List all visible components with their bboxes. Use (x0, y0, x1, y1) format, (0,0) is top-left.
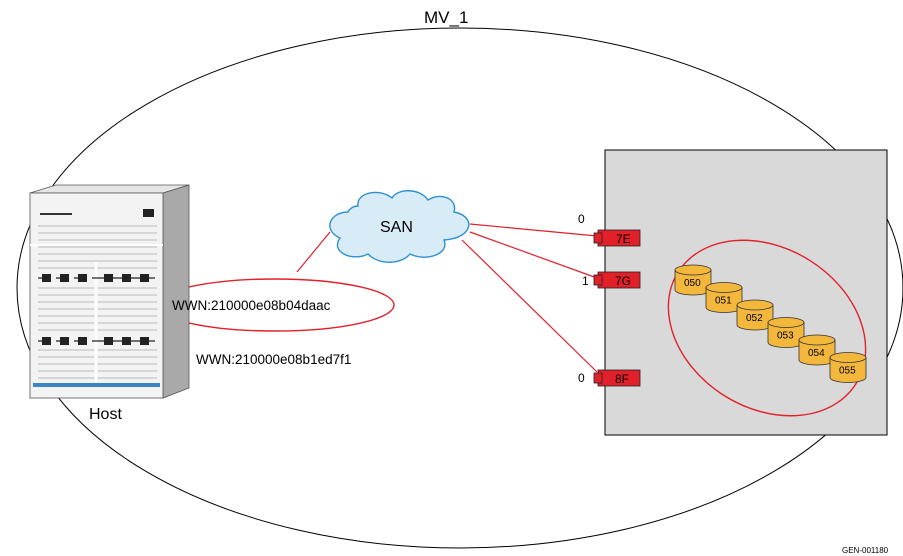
device-label-050: 050 (684, 278, 701, 289)
device-050: 050 (674, 264, 712, 296)
link-san-8f (461, 239, 598, 373)
san-links (296, 223, 598, 373)
device-051: 051 (705, 282, 743, 313)
link-san-7g (469, 231, 598, 279)
device-label-051: 051 (715, 296, 732, 307)
device-053: 053 (767, 317, 805, 348)
wwn-label-2: WWN:210000e08b1ed7f1 (196, 352, 352, 367)
device-label-055: 055 (839, 366, 856, 377)
link-host-san (296, 231, 331, 273)
host-server (29, 184, 190, 399)
storage-array (604, 149, 888, 436)
port-7g-label: 7G (615, 274, 631, 288)
port-7g: 7G 1 (582, 271, 641, 289)
port-7g-index: 1 (582, 274, 589, 288)
port-8f-label: 8F (615, 372, 629, 386)
device-055: 055 (829, 352, 867, 383)
port-8f: 8F 0 (578, 369, 641, 387)
device-label-053: 053 (777, 331, 794, 342)
host-label: Host (89, 406, 122, 423)
link-san-7e (469, 223, 598, 237)
port-8f-index: 0 (578, 371, 585, 385)
device-054: 054 (798, 334, 836, 366)
device-label-054: 054 (808, 348, 825, 359)
san-label: SAN (380, 219, 413, 236)
masking-view-ellipse (16, 27, 903, 549)
port-7e-label: 7E (616, 232, 631, 246)
figure-id: GEN-001180 (842, 546, 889, 555)
device-group: 050 051 052 053 054 055 (674, 264, 867, 383)
device-052: 052 (736, 299, 774, 331)
device-label-052: 052 (746, 313, 763, 324)
port-7e: 7E 0 (578, 212, 641, 247)
port-7e-index: 0 (578, 212, 585, 226)
wwn-label-1: WWN:210000e08b04daac (172, 298, 331, 313)
masking-view-title: MV_1 (424, 8, 469, 27)
san-cloud (329, 190, 470, 263)
